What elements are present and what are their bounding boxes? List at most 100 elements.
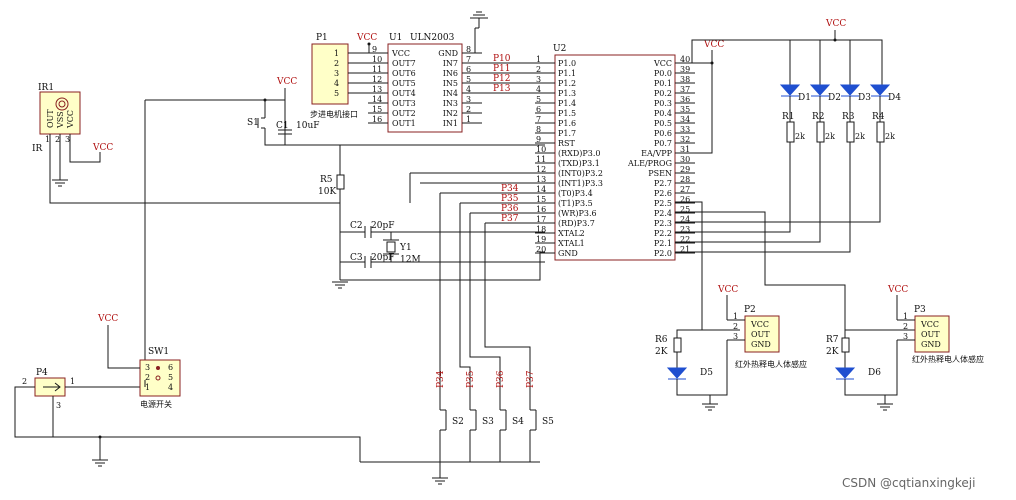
u1-pin-number: 12 xyxy=(372,75,382,84)
ir1-pin-label: VSS xyxy=(56,111,65,129)
sw1-pin-number: 1 xyxy=(145,383,150,392)
c2-label: C2 xyxy=(350,221,363,231)
u2-pin-number: 2 xyxy=(536,65,541,74)
u1-pin-label: OUT4 xyxy=(392,89,416,98)
u1-left-pins: VCC9OUT710OUT611OUT512OUT413OUT314OUT215… xyxy=(368,45,416,128)
u2-pin-number: 10 xyxy=(536,145,546,154)
u1-pin-number: 4 xyxy=(466,85,471,94)
p3-ref: P3 xyxy=(914,305,926,315)
u2-pin-label: P2.0 xyxy=(654,249,672,258)
u2-pin-label: P1.0 xyxy=(558,59,576,68)
u2-pin-label: P1.3 xyxy=(558,89,576,98)
u2-pin-label: RST xyxy=(558,139,576,148)
u1-pin-number: 1 xyxy=(466,115,471,124)
led-icon xyxy=(809,84,831,96)
resistor-value: 2k xyxy=(795,132,805,141)
u2-pin-number: 14 xyxy=(536,185,546,194)
u2-pin-label: P0.3 xyxy=(654,99,672,108)
u2-pin-label: P1.6 xyxy=(558,119,576,128)
u2-pin-label: P1.4 xyxy=(558,99,576,108)
u1-pin-number: 15 xyxy=(372,105,382,114)
r7-value: 2K xyxy=(826,347,839,357)
net-p34: P34 xyxy=(501,184,519,194)
u2-pin-number: 6 xyxy=(536,105,541,114)
s4-label: S4 xyxy=(512,417,524,427)
c3-value: 20pF xyxy=(371,253,394,263)
net-p10: P10 xyxy=(493,54,511,64)
d5-label: D5 xyxy=(700,368,713,378)
u2-pin-number: 34 xyxy=(680,115,690,124)
u2-pin-label: (T1)P3.5 xyxy=(558,199,593,208)
u2-pin-number: 13 xyxy=(536,175,546,184)
u2-pin-number: 36 xyxy=(680,95,690,104)
u1-pin-number: 8 xyxy=(466,45,471,54)
p4-pin-number: 3 xyxy=(56,401,61,410)
u2-pin-label: P1.7 xyxy=(558,129,576,138)
u1-pin-label: IN3 xyxy=(443,99,458,108)
ir1-label: IR xyxy=(32,144,43,154)
u1-pin-number: 5 xyxy=(466,75,471,84)
u1-pin-label: IN7 xyxy=(443,59,458,68)
ir1-body xyxy=(39,91,81,135)
u1-ground-symbol xyxy=(470,11,488,29)
p2-pin-number: 2 xyxy=(733,322,738,331)
u2-pin-number: 1 xyxy=(536,55,541,64)
u2-pin-number: 28 xyxy=(680,175,690,184)
vcc-u2: VCC xyxy=(703,40,724,50)
p2-label: 红外热释电人体感应 xyxy=(735,359,807,369)
net-p35: P35 xyxy=(501,194,519,204)
y1-label: Y1 xyxy=(399,243,412,253)
resistor-label: R3 xyxy=(842,112,855,122)
u2-pin-number: 24 xyxy=(680,215,690,224)
net-p13: P13 xyxy=(493,84,511,94)
p3-label: 红外热释电人体感应 xyxy=(912,354,984,364)
key-switches xyxy=(439,402,537,462)
sw1-pin-number: 4 xyxy=(168,383,173,392)
u2-pin-label: (WR)P3.6 xyxy=(558,209,597,218)
u2-pin-number: 22 xyxy=(680,235,690,244)
u2-pin-number: 29 xyxy=(680,165,690,174)
led-label: D1 xyxy=(798,93,811,103)
resistor-body xyxy=(846,121,855,143)
sw1-pin-number: 3 xyxy=(145,363,150,372)
resistor-label: R1 xyxy=(782,112,795,122)
c1-label: C1 xyxy=(276,121,289,131)
u1-pin-label: OUT3 xyxy=(392,99,416,108)
vcc-p2: VCC xyxy=(717,285,738,295)
p1-pin-number: 1 xyxy=(334,49,339,58)
led-icon xyxy=(839,84,861,96)
u1-pin-label: IN2 xyxy=(443,109,458,118)
u2-pin-label: PSEN xyxy=(648,169,672,178)
u2-pin-label: P0.1 xyxy=(654,79,672,88)
s5-label: S5 xyxy=(542,417,554,427)
u2-pin-label: P2.2 xyxy=(654,229,672,238)
vcc-sw1: VCC xyxy=(97,314,118,324)
u2-pin-number: 37 xyxy=(680,85,690,94)
u2-pin-label: GND xyxy=(558,249,578,258)
p1-ref: P1 xyxy=(316,33,328,43)
sw1-pin-number: 6 xyxy=(168,363,173,372)
u2-pin-number: 23 xyxy=(680,225,690,234)
u2-pin-label: P2.7 xyxy=(654,179,672,188)
u1-pin-number: 16 xyxy=(372,115,382,124)
u2-pin-number: 27 xyxy=(680,185,690,194)
p2-body xyxy=(744,315,780,353)
u2-pin-number: 17 xyxy=(536,215,546,224)
u2-pin-number: 19 xyxy=(536,235,546,244)
u2-pin-label: P2.5 xyxy=(654,199,672,208)
u2-pin-number: 8 xyxy=(536,125,541,134)
sw-net-p36: P36 xyxy=(496,370,506,388)
led-icon xyxy=(779,84,801,96)
u2-pin-label: P2.3 xyxy=(654,219,672,228)
u2-pin-number: 32 xyxy=(680,135,690,144)
sw-net-p34: P34 xyxy=(436,370,446,388)
ir1-pin-label: OUT xyxy=(46,109,55,128)
u1-pin-label: OUT6 xyxy=(392,69,416,78)
u2-pin-number: 26 xyxy=(680,195,690,204)
